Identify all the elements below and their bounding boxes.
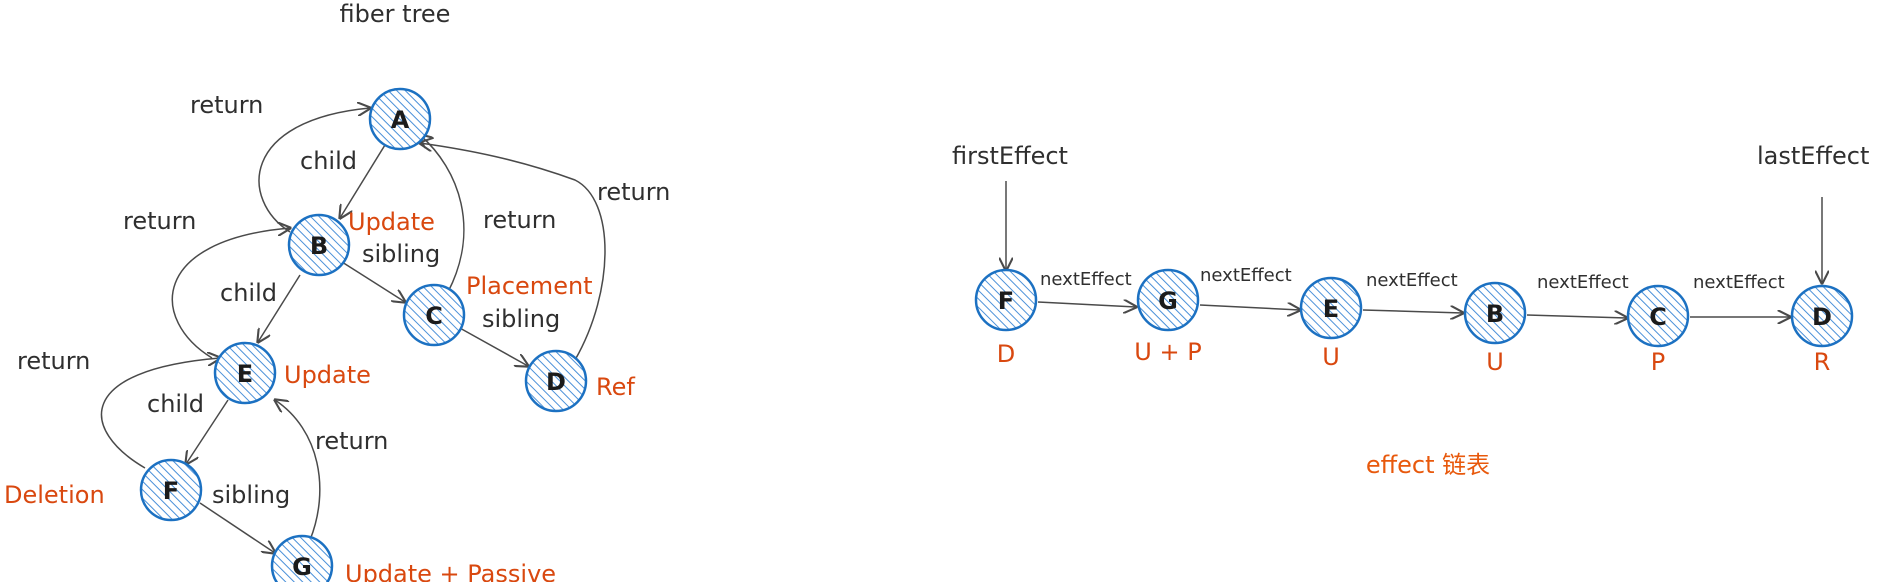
node-label: B (310, 232, 328, 260)
edge-label-child: child (300, 147, 357, 175)
fiber-node-b: B (287, 213, 351, 277)
effect-node-e: E U (1299, 276, 1363, 371)
effect-list: firstEffect lastEffect nextEffect nextEf… (952, 142, 1869, 479)
edge-label-sibling: sibling (482, 305, 560, 333)
effect-node-f: F D (974, 268, 1038, 368)
fiber-node-d: D (524, 349, 588, 413)
edge-child-e-f (186, 399, 229, 464)
edge-label-sibling: sibling (362, 240, 440, 268)
next-arrow (1362, 310, 1463, 313)
edge-label-child: child (220, 279, 277, 307)
first-effect-label: firstEffect (952, 142, 1068, 170)
node-label: G (292, 553, 312, 581)
edge-sibling-c-d (457, 326, 528, 366)
effect-tag-e: Update (284, 361, 371, 389)
effect-tag-b: Update (348, 208, 435, 236)
effect-list-caption: effect 链表 (1366, 451, 1490, 479)
node-label: C (425, 302, 443, 330)
edge-label-return: return (123, 207, 196, 235)
edge-label-return: return (190, 91, 263, 119)
node-label: F (998, 287, 1014, 315)
edge-return-f-e (100, 358, 220, 469)
edge-label-return: return (315, 427, 388, 455)
effect-node-d: D R (1790, 284, 1854, 376)
node-label: C (1649, 303, 1667, 331)
fiber-node-f: F (139, 458, 203, 522)
next-arrow (1526, 315, 1627, 318)
node-label: F (163, 477, 179, 505)
edge-sibling-f-g (199, 502, 275, 553)
effect-node-tag: D (997, 340, 1015, 368)
effect-tag-c: Placement (466, 272, 593, 300)
edge-child-a-b (340, 144, 386, 218)
fiber-node-e: E (213, 341, 277, 405)
effect-node-tag: R (1814, 348, 1831, 376)
edge-label-child: child (147, 390, 204, 418)
effect-tag-g: Update + Passive (345, 560, 556, 582)
node-label: D (1812, 303, 1832, 331)
edge-label-sibling: sibling (212, 481, 290, 509)
node-label: D (546, 368, 566, 396)
effect-node-g: G U + P (1134, 268, 1202, 366)
fiber-node-a: A (368, 87, 432, 151)
node-label: G (1158, 287, 1178, 315)
edge-label-return: return (483, 206, 556, 234)
fiber-node-c: C (402, 283, 466, 347)
next-effect-arrows: nextEffect nextEffect nextEffect nextEff… (1037, 265, 1790, 318)
fiber-tree-edge-labels: return child return sibling return retur… (17, 91, 670, 509)
effect-tag-f: Deletion (4, 481, 105, 509)
next-effect-label: nextEffect (1040, 269, 1132, 290)
edge-return-e-b (171, 228, 290, 359)
next-effect-label: nextEffect (1693, 272, 1785, 293)
node-label: A (391, 106, 410, 134)
fiber-effect-tags: Update Placement Ref Update Deletion Upd… (4, 208, 635, 582)
edge-return-b-a (258, 108, 370, 233)
effect-node-tag: P (1651, 348, 1665, 376)
edge-sibling-b-c (341, 261, 405, 302)
fiber-tree: fiber tree (4, 0, 670, 582)
node-label: E (1323, 295, 1339, 323)
effect-node-tag: U (1486, 348, 1504, 376)
fiber-tree-edges (100, 108, 606, 553)
next-arrow (1199, 305, 1300, 310)
last-effect-label: lastEffect (1757, 142, 1869, 170)
edge-return-g-e (275, 400, 321, 541)
edge-child-b-e (258, 274, 301, 342)
next-effect-label: nextEffect (1366, 270, 1458, 291)
edge-label-return: return (17, 347, 90, 375)
fiber-node-g: G (270, 534, 334, 582)
fiber-tree-title: fiber tree (340, 0, 451, 28)
effect-node-b: B U (1463, 281, 1527, 376)
edge-return-d-a (420, 143, 606, 361)
node-label: E (237, 360, 253, 388)
node-label: B (1486, 300, 1504, 328)
next-effect-label: nextEffect (1537, 272, 1629, 293)
next-arrow (1037, 302, 1136, 307)
edge-label-return: return (597, 178, 670, 206)
effect-node-tag: U + P (1134, 338, 1201, 366)
effect-tag-d: Ref (596, 373, 635, 401)
next-effect-label: nextEffect (1200, 265, 1292, 286)
effect-node-tag: U (1322, 343, 1340, 371)
effect-node-c: C P (1626, 284, 1690, 376)
